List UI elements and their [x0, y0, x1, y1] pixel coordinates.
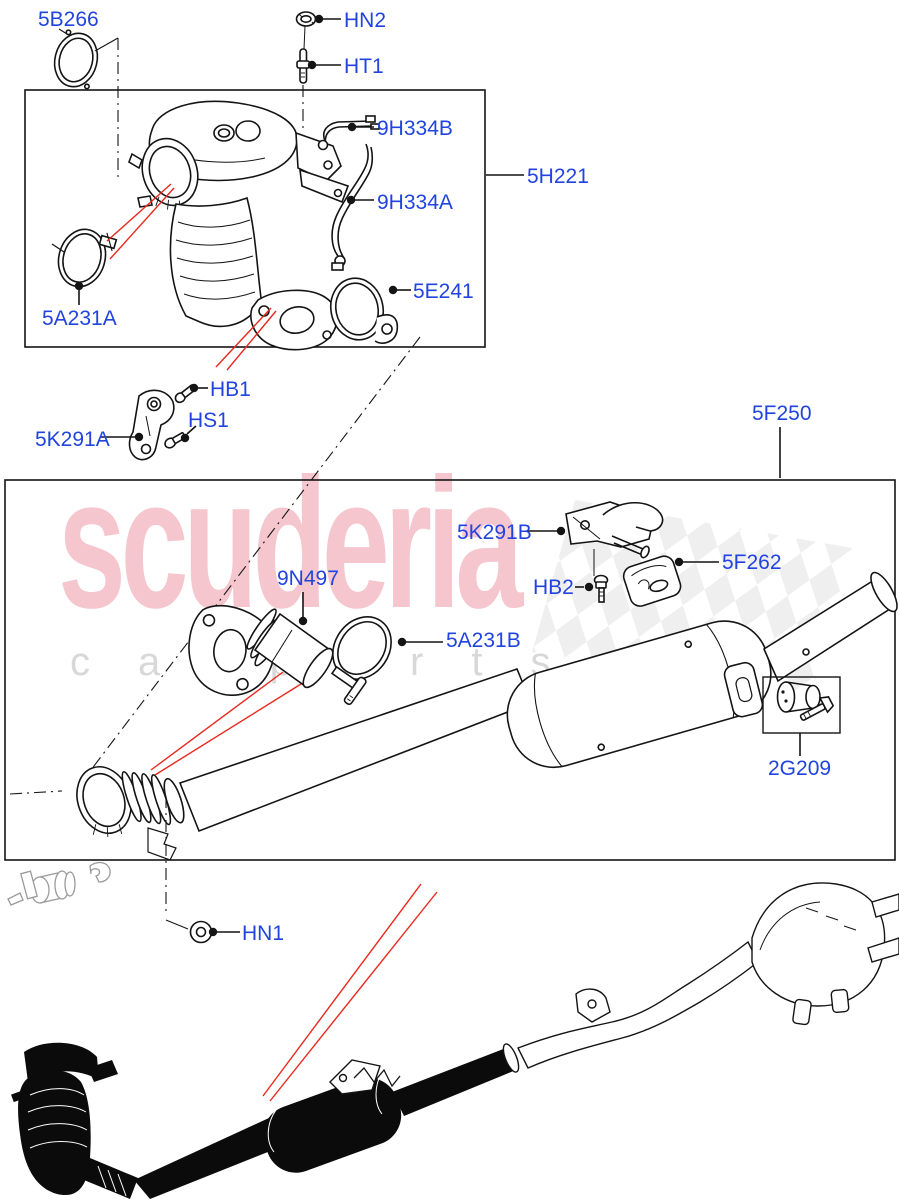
insulator-5F262-art — [622, 555, 719, 607]
callout-5A231B[interactable]: 5A231B — [446, 629, 521, 652]
catalytic-converter-art — [128, 100, 350, 351]
lower-assembly-art — [4, 336, 898, 944]
clamp-5A231B-art — [330, 616, 443, 706]
callout-5K291B[interactable]: 5K291B — [457, 521, 532, 544]
washer-HN1-art — [165, 796, 240, 944]
lower-assembly-box — [4, 479, 896, 861]
bolt-HB2-art — [575, 574, 609, 603]
callout-HB1[interactable]: HB1 — [210, 378, 251, 401]
red-pointer-lines-lower — [150, 671, 302, 776]
kit-2G209-art — [762, 676, 841, 756]
callout-9H334A[interactable]: 9H334A — [377, 191, 453, 214]
red-pointer-lines-bottom — [262, 883, 438, 1102]
gasket-5E241-art — [329, 277, 411, 344]
bracket-5K291B-art — [527, 501, 664, 559]
alignment-dash-line — [77, 336, 421, 788]
callout-HS1[interactable]: HS1 — [188, 409, 229, 432]
callout-2G209[interactable]: 2G209 — [768, 757, 832, 780]
watermark-brand-text: scuderia — [58, 441, 523, 647]
vehicle-system-art — [11, 882, 899, 1199]
stud-HT1-art — [296, 48, 341, 84]
nut-HN2-art — [295, 11, 341, 27]
upper-assembly-art — [24, 11, 524, 461]
callout-5A231A[interactable]: 5A231A — [42, 307, 117, 330]
bracket-5K291A-art — [101, 389, 175, 461]
callout-HN1[interactable]: HN1 — [242, 922, 285, 945]
callout-5F262[interactable]: 5F262 — [722, 551, 782, 574]
callout-9N497[interactable]: 9N497 — [277, 567, 339, 590]
highlighted-exhaust-section — [11, 1042, 516, 1199]
tube-9H334A-art — [331, 143, 374, 271]
callout-5K291A[interactable]: 5K291A — [35, 428, 110, 451]
reference-part-art — [7, 861, 111, 906]
callout-HT1[interactable]: HT1 — [344, 55, 384, 78]
callout-HN2[interactable]: HN2 — [344, 9, 387, 32]
callout-9H334B[interactable]: 9H334B — [377, 117, 453, 140]
rear-muffler-details — [353, 901, 857, 1088]
gasket-5B266-art — [53, 29, 99, 90]
bolt-HS1-art — [164, 425, 197, 449]
upper-assembly-box — [24, 89, 486, 348]
clamp-5A231A-art — [51, 228, 118, 305]
callout-5H221[interactable]: 5H221 — [527, 165, 589, 188]
highlight-detail-lines — [27, 1071, 383, 1197]
callout-5E241[interactable]: 5E241 — [413, 280, 474, 303]
rear-exhaust-outline — [329, 882, 899, 1095]
front-pipe-muffler-art — [9, 571, 898, 861]
red-pointer-lines-upper — [106, 183, 277, 371]
tube-9H334B-art — [317, 115, 380, 151]
callout-5B266[interactable]: 5B266 — [38, 8, 99, 31]
kit-2G209-box — [762, 676, 841, 734]
callout-HB2[interactable]: HB2 — [533, 576, 574, 599]
callout-5F250[interactable]: 5F250 — [752, 402, 812, 425]
coupling-9N497-art — [188, 592, 334, 697]
bolt-HB1-art — [174, 383, 208, 404]
